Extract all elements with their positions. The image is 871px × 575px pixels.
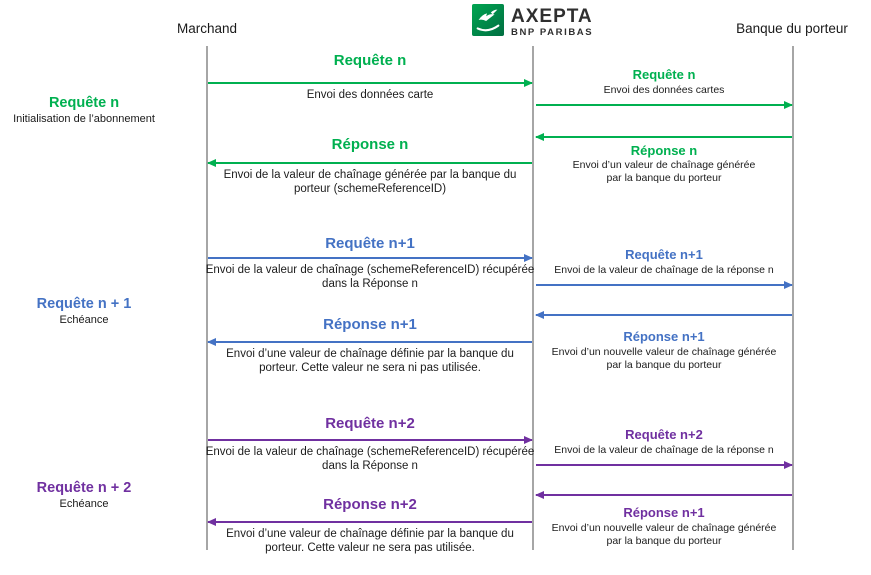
- message-title: Réponse n: [630, 143, 698, 158]
- logo-text: AXEPTA BNP PARIBAS: [511, 7, 593, 38]
- arrow-right: [536, 101, 793, 109]
- message-title: Requête n+2: [625, 427, 703, 442]
- arrowhead-icon: [524, 436, 533, 444]
- message-desc: Envoi des données carte: [306, 89, 434, 101]
- message-desc: Envoi de la valeur de chaînage (schemeRe…: [205, 264, 535, 290]
- arrowhead-icon: [784, 461, 793, 469]
- arrow-left: [207, 518, 532, 526]
- arrowhead-icon: [524, 254, 533, 262]
- phase-subtitle: Echéance: [59, 498, 109, 510]
- arrow-left: [207, 338, 532, 346]
- arrow-right: [208, 254, 533, 262]
- arrowhead-icon: [535, 491, 544, 499]
- phase-title: Requête n + 2: [36, 480, 132, 496]
- message-title: Réponse n+2: [323, 496, 417, 513]
- message-desc: Envoi de la valeur de chaînage de la rép…: [554, 444, 774, 456]
- message-desc: Envoi d’un valeur de chaînage générée pa…: [572, 159, 756, 184]
- return-arrow-left: [535, 491, 792, 499]
- message-title: Requête n+2: [325, 415, 415, 432]
- arrow-right: [208, 79, 533, 87]
- message-desc: Envoi de la valeur de chaînage (schemeRe…: [205, 446, 535, 472]
- message-desc: Envoi de la valeur de chaînage de la rép…: [554, 264, 774, 276]
- arrowhead-icon: [207, 159, 216, 167]
- arrow-right: [536, 281, 793, 289]
- message-desc: Envoi des données cartes: [603, 84, 725, 96]
- arrow-right: [536, 461, 793, 469]
- message-desc: Envoi d’un nouvelle valeur de chaînage g…: [551, 522, 777, 547]
- message-title: Réponse n+1: [323, 316, 417, 333]
- logo-brand: AXEPTA: [511, 6, 593, 27]
- phase-label-requete-n2: Requête n + 2 Echéance: [0, 480, 168, 511]
- message-title: Requête n: [632, 67, 696, 82]
- return-arrow-left: [535, 311, 792, 319]
- arrowhead-icon: [784, 101, 793, 109]
- message-title: Requête n+1: [625, 247, 703, 262]
- arrowhead-icon: [784, 281, 793, 289]
- phase-label-requete-n1: Requête n + 1 Echéance: [0, 296, 168, 327]
- arrow-left: [207, 159, 532, 167]
- phase-title: Requête n: [48, 95, 120, 111]
- message-title: Réponse n+1: [623, 329, 705, 344]
- arrowhead-icon: [207, 338, 216, 346]
- arrowhead-icon: [535, 133, 544, 141]
- phase-subtitle: Initialisation de l’abonnement: [13, 113, 155, 125]
- message-desc: Envoi de la valeur de chaînage générée p…: [223, 169, 517, 195]
- arrow-right: [208, 436, 533, 444]
- arrowhead-icon: [207, 518, 216, 526]
- message-title: Requête n+1: [325, 235, 415, 252]
- message-title: Requête n: [333, 52, 407, 69]
- actor-marchand: Marchand: [176, 21, 238, 36]
- arrowhead-icon: [524, 79, 533, 87]
- message-title: Réponse n: [331, 136, 409, 153]
- message-desc: Envoi d’un nouvelle valeur de chaînage g…: [551, 346, 777, 371]
- lifeline-banque: [792, 46, 794, 550]
- phase-label-requete-n: Requête n Initialisation de l’abonnement: [0, 95, 168, 126]
- lifeline-marchand: [206, 46, 208, 550]
- return-arrow-left: [535, 133, 792, 141]
- bnp-paribas-birds-icon: [472, 4, 504, 41]
- phase-title: Requête n + 1: [36, 296, 132, 312]
- arrowhead-icon: [535, 311, 544, 319]
- message-desc: Envoi d’une valeur de chaînage définie p…: [226, 528, 514, 554]
- lifeline-axepta: [532, 46, 534, 550]
- axepta-logo: AXEPTA BNP PARIBAS: [472, 4, 593, 41]
- message-desc: Envoi d’une valeur de chaînage définie p…: [226, 348, 514, 374]
- actor-banque: Banque du porteur: [736, 21, 848, 36]
- logo-sub: BNP PARIBAS: [511, 27, 594, 38]
- message-title: Réponse n+1: [623, 505, 705, 520]
- phase-subtitle: Echéance: [59, 314, 109, 326]
